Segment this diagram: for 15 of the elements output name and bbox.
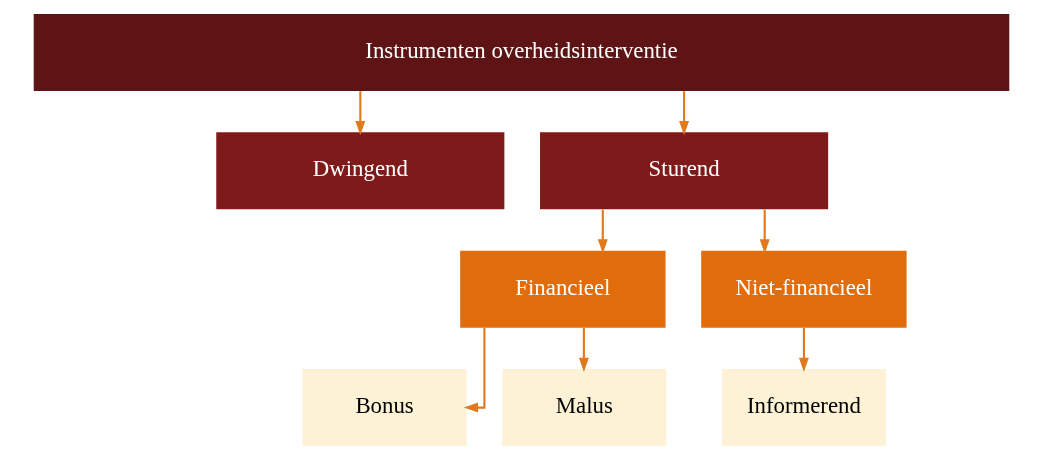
arrow xyxy=(759,209,770,254)
arrow xyxy=(354,91,365,136)
node-box: Dwingend xyxy=(215,132,504,210)
node-box: Instrumenten overheidsinterventie xyxy=(33,13,1009,91)
arrow xyxy=(678,91,689,136)
node-box: Informerend xyxy=(721,369,886,447)
node-box: Financieel xyxy=(459,250,666,328)
node-box: Sturend xyxy=(539,132,828,210)
arrow xyxy=(597,209,608,254)
node-box: Niet-financieel xyxy=(700,250,907,328)
node-box: Bonus xyxy=(302,369,467,447)
arrow xyxy=(463,327,485,413)
arrow xyxy=(578,327,589,372)
node-box: Malus xyxy=(501,369,666,447)
arrow xyxy=(798,327,809,372)
